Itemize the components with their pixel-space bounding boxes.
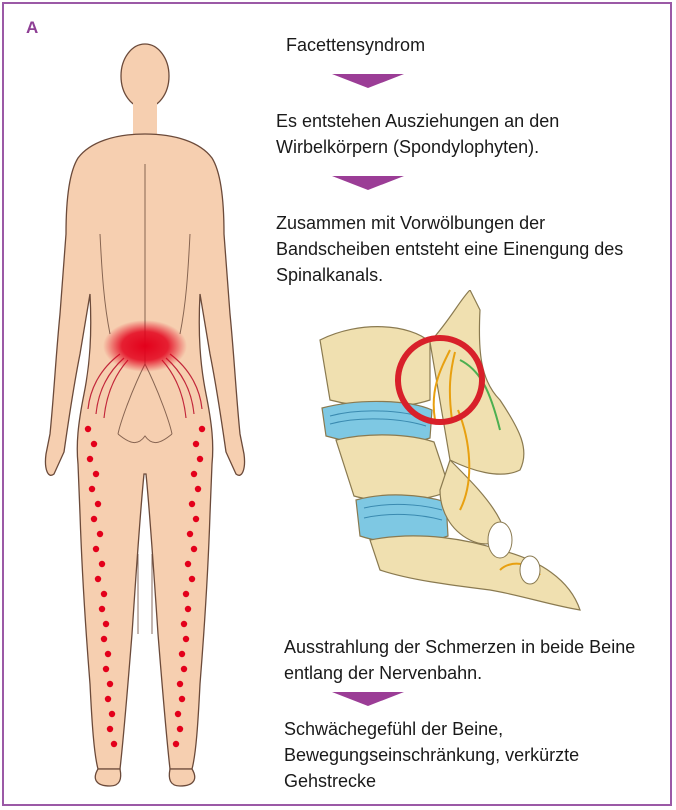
step-3-text: Zusammen mit Vorwölbungen der Bandscheib… bbox=[276, 210, 636, 288]
step-5-text: Schwächegefühl der Beine, Bewegungseinsc… bbox=[284, 716, 644, 794]
step-4-text: Ausstrahlung der Schmerzen in beide Bein… bbox=[284, 634, 664, 686]
down-arrow-icon bbox=[332, 176, 404, 190]
step-2-text: Es entstehen Ausziehungen an den Wirbelk… bbox=[276, 108, 646, 160]
step-1-text: Facettensyndrom bbox=[286, 32, 646, 58]
down-arrow-icon bbox=[332, 692, 404, 706]
lumbar-spine-cross-section-icon bbox=[300, 290, 600, 620]
human-back-figure-icon bbox=[20, 34, 270, 794]
down-arrow-icon bbox=[332, 74, 404, 88]
